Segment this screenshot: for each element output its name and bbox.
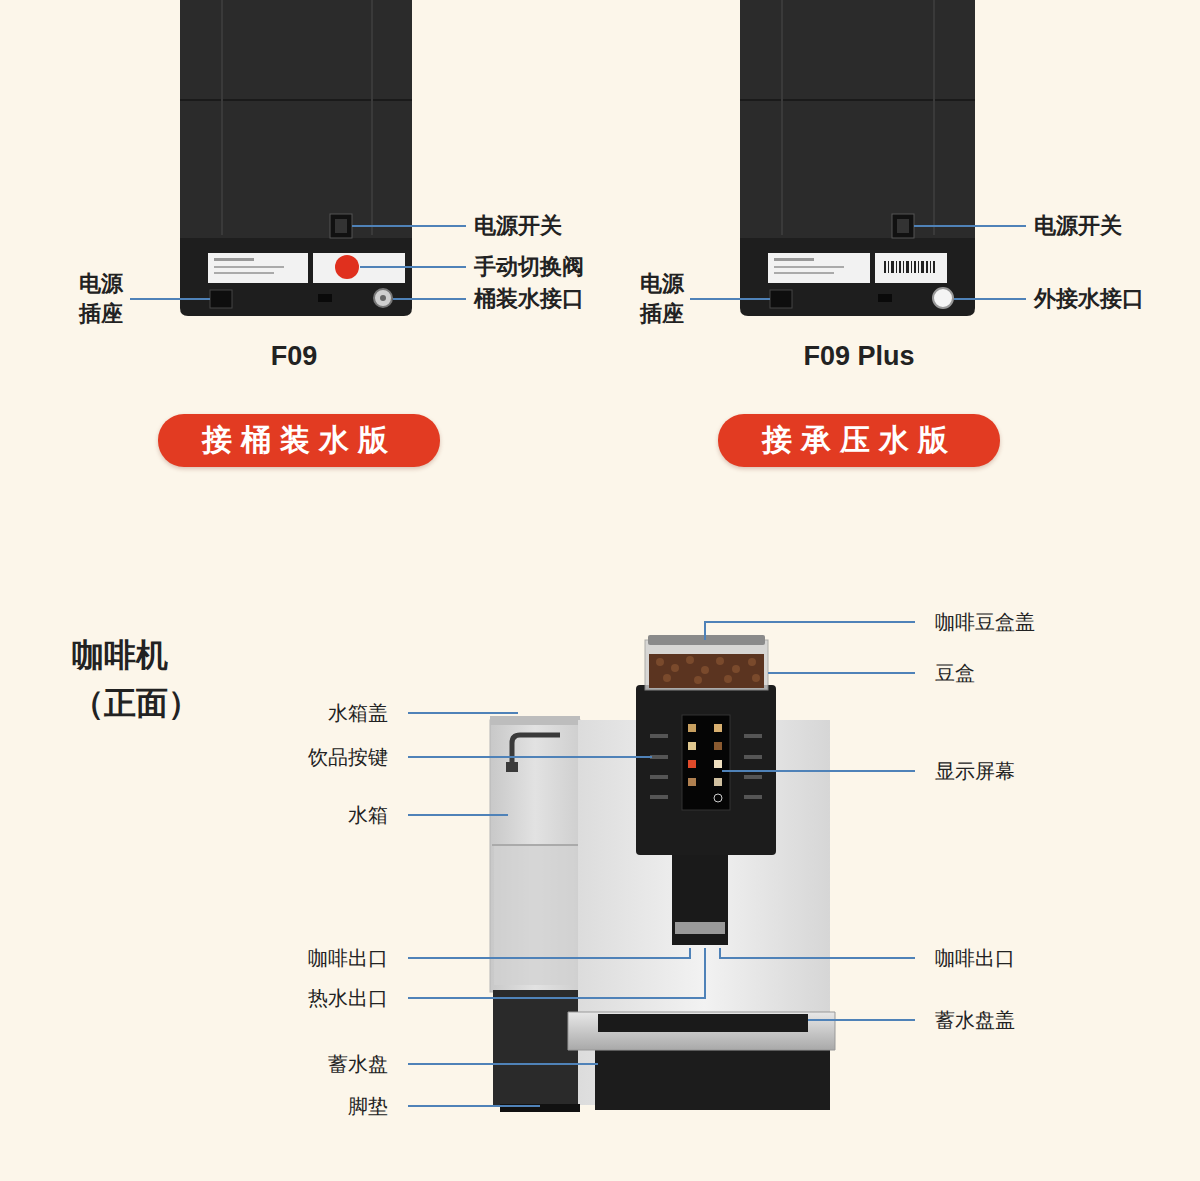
part-label: 手动切换阀 <box>474 252 584 282</box>
leader-lines <box>130 226 1026 1106</box>
section-heading: 咖啡机 （正面） <box>72 631 210 727</box>
part-label: 蓄水盘 <box>328 1051 388 1078</box>
part-label: 电源 插座 <box>76 269 127 328</box>
part-label: 电源开关 <box>1034 211 1122 241</box>
badge-text: 接承压水版 <box>762 420 957 461</box>
model-name: F09 <box>271 338 318 374</box>
part-label: 蓄水盘盖 <box>935 1007 1015 1034</box>
part-label: 外接水接口 <box>1034 284 1144 314</box>
part-label: 水箱 <box>348 802 388 829</box>
part-label: 饮品按键 <box>308 744 388 771</box>
version-badge: 接桶装水版 <box>158 414 440 467</box>
part-label: 电源开关 <box>474 211 562 241</box>
part-label: 咖啡出口 <box>308 945 388 972</box>
part-label: 咖啡豆盒盖 <box>935 609 1035 636</box>
part-label: 水箱盖 <box>328 700 388 727</box>
part-label: 热水出口 <box>308 985 388 1012</box>
part-label: 脚垫 <box>348 1093 388 1120</box>
part-label: 桶装水接口 <box>474 284 584 314</box>
model-name: F09 Plus <box>803 338 914 374</box>
badge-text: 接桶装水版 <box>202 420 397 461</box>
machine-back <box>740 0 975 316</box>
part-label: 豆盒 <box>935 660 975 687</box>
version-badge: 接承压水版 <box>718 414 1000 467</box>
part-label: 显示屏幕 <box>935 758 1015 785</box>
part-label: 电源 插座 <box>637 269 688 328</box>
part-label: 咖啡出口 <box>935 945 1015 972</box>
coffee-machine-front <box>490 635 835 1112</box>
machine-back <box>180 0 412 316</box>
